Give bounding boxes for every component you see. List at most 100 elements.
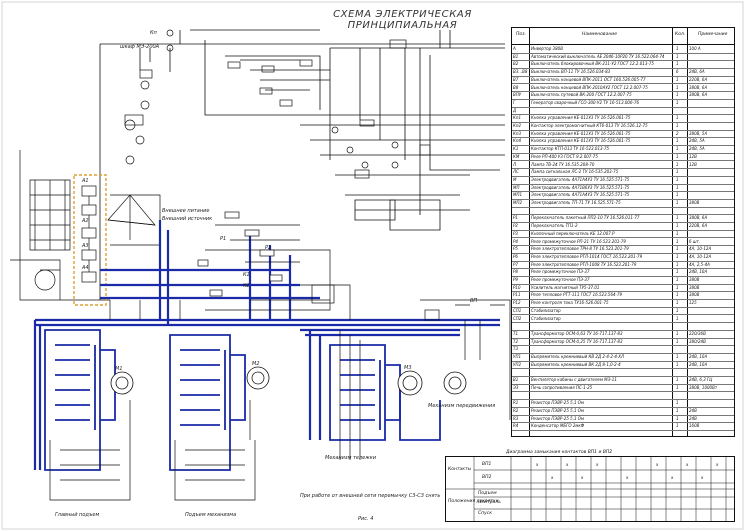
parts-list-cell-note: 125: [689, 300, 697, 306]
parts-list-cell-qty: 1: [676, 200, 679, 205]
parts-list-cell-name: Реле тепловое РТТ-111 ГОСТ 16.523.564-79: [531, 292, 623, 298]
parts-list-row: Т3: [512, 345, 734, 354]
parts-list-cell-name: Реле РП-400 У3 ГОСТ 9.2.007-75: [531, 153, 598, 159]
parts-list-cell-name: Реле промежуточное ПЭ-37: [531, 277, 590, 282]
parts-list-row: Р11 Реле тепловое РТТ-111 ГОСТ 16.523.564…: [512, 291, 734, 301]
label-mech-travel: Механизм передвижения: [428, 403, 496, 409]
parts-list-cell-qty: 1: [676, 138, 679, 144]
parts-list-cell-pos: Кп1: [513, 115, 521, 121]
parts-list-cell-qty: 1: [676, 307, 679, 313]
svg-text:x: x: [656, 462, 659, 467]
parts-list-cell-qty: 1: [676, 61, 679, 67]
small-resistors: [197, 211, 283, 297]
parts-list-cell-name: Электродвигатель 4А71В6У3 ТУ 16.525.571-…: [531, 184, 630, 190]
parts-list-cell-note: 380/24В: [689, 338, 706, 344]
switch-side-positions: Положения рукоятки: [448, 499, 499, 504]
parts-list-cell-name: Кнопка управления КЕ-011У3 ТУ 16-526.001…: [531, 130, 631, 136]
parts-list-cell-qty: 1: [676, 99, 679, 105]
parts-list-cell-name: Выключатель концевой ВПК-2011 ОСТ 160.52…: [531, 76, 646, 82]
parts-list-cell-qty: 1: [676, 153, 679, 159]
parts-list-cell-note: 380В, 6А: [689, 92, 708, 98]
svg-text:x: x: [626, 475, 629, 480]
parts-list-cell-pos: КМ: [513, 153, 520, 159]
parts-list-cell-pos: УП1: [513, 354, 521, 359]
a-node-frame: [73, 174, 107, 306]
header-note: Примечание: [698, 32, 728, 37]
parts-list-cell-pos: ВПУ: [513, 92, 522, 98]
parts-list-cell-name: Резистор ПЭВР-25 5,1 Ом: [531, 400, 584, 406]
switch-row-vp2: ВП2: [482, 475, 492, 480]
parts-list-cell-pos: A: [513, 46, 516, 51]
parts-list-cell-pos: R2: [513, 407, 519, 413]
parts-list-cell-pos: МП1: [513, 192, 523, 198]
parts-list-cell-qty: 1: [676, 423, 679, 429]
parts-list-cell-qty: 1: [676, 215, 679, 221]
label-power-supply: Внешний источник: [162, 216, 213, 222]
parts-list-cell-note: 24В, 6,3 ГЦ: [689, 377, 713, 383]
parts-list-cell-pos: СП1: [513, 307, 522, 313]
label-r2: Р2: [265, 245, 272, 251]
label-mech-hoist: Подъем механизма: [185, 512, 237, 518]
parts-list-cell-qty: 1: [676, 338, 679, 344]
parts-list-cell-pos: К1: [513, 146, 519, 152]
col-divider: [687, 28, 688, 436]
parts-list-cell-name: Усилитель магнитный ТУ5-37.01: [531, 284, 600, 290]
parts-list-cell-note: 24В: [689, 407, 697, 413]
parts-list-cell-note: 220/36В: [689, 330, 706, 336]
parts-list-cell-qty: 2: [676, 130, 679, 136]
parts-list-cell-qty: 1: [676, 284, 679, 290]
parts-list-cell-qty: 1: [676, 238, 679, 244]
parts-list-cell-pos: Р11: [513, 292, 521, 298]
col-divider: [529, 28, 530, 436]
parts-list-cell-pos: Т2: [513, 338, 518, 344]
parts-list-cell-pos: ЛС: [513, 169, 519, 175]
parts-list-cell-note: 380В, 1000Вт: [689, 384, 718, 390]
parts-list-cell-qty: 1: [676, 300, 679, 306]
parts-list-cell-qty: 1: [676, 76, 679, 82]
parts-list-cell-pos: Р6: [513, 253, 518, 259]
parts-list-cell-note: 24В, 10А: [689, 354, 708, 359]
parts-list-cell-name: Реле промежуточное ПЭ-37: [531, 269, 590, 275]
top-control-wiring: [99, 29, 505, 300]
parts-list-cell-name: Стабилизатор: [531, 307, 561, 313]
parts-list-cell-qty: 1: [676, 246, 679, 252]
parts-list-cell-pos: Д: [513, 107, 517, 113]
motors: [110, 366, 467, 396]
parts-list-row: [512, 392, 734, 401]
parts-list-cell-qty: 1: [676, 292, 679, 298]
parts-list-cell-qty: 1: [676, 261, 679, 267]
blue-busbars: [33, 220, 500, 470]
parts-list-cell-pos: Т1: [513, 330, 518, 336]
parts-list-cell-pos: Р1: [513, 215, 518, 221]
parts-list-cell-note: 100 А: [689, 46, 701, 51]
parts-list-cell-pos: Р12: [513, 300, 521, 306]
switch-table-title: Диаграмма замыкания контактов ВП1 и ВП2: [506, 450, 613, 455]
parts-list-cell-name: Выпрямитель кремниевый ВК 2Д 8-1,0-2-4: [531, 361, 621, 367]
label-kp: Кп: [150, 30, 157, 36]
switch-diagram-table: Диаграмма замыкания контактов ВП1 и ВП2 …: [445, 450, 735, 522]
svg-text:x: x: [596, 462, 599, 467]
parts-list-cell-qty: 1: [676, 384, 679, 390]
parts-list-cell-note: 380В, 6А: [689, 215, 708, 221]
sheet-title: СХЕМА ЭЛЕКТРИЧЕСКАЯ ПРИНЦИПИАЛЬНАЯ: [333, 9, 472, 31]
parts-list-cell-qty: 1: [676, 169, 679, 175]
parts-list-cell-qty: 1: [676, 315, 679, 321]
parts-list-cell-note: 24В, 10А: [689, 269, 708, 275]
label-a1: А1: [82, 178, 89, 184]
